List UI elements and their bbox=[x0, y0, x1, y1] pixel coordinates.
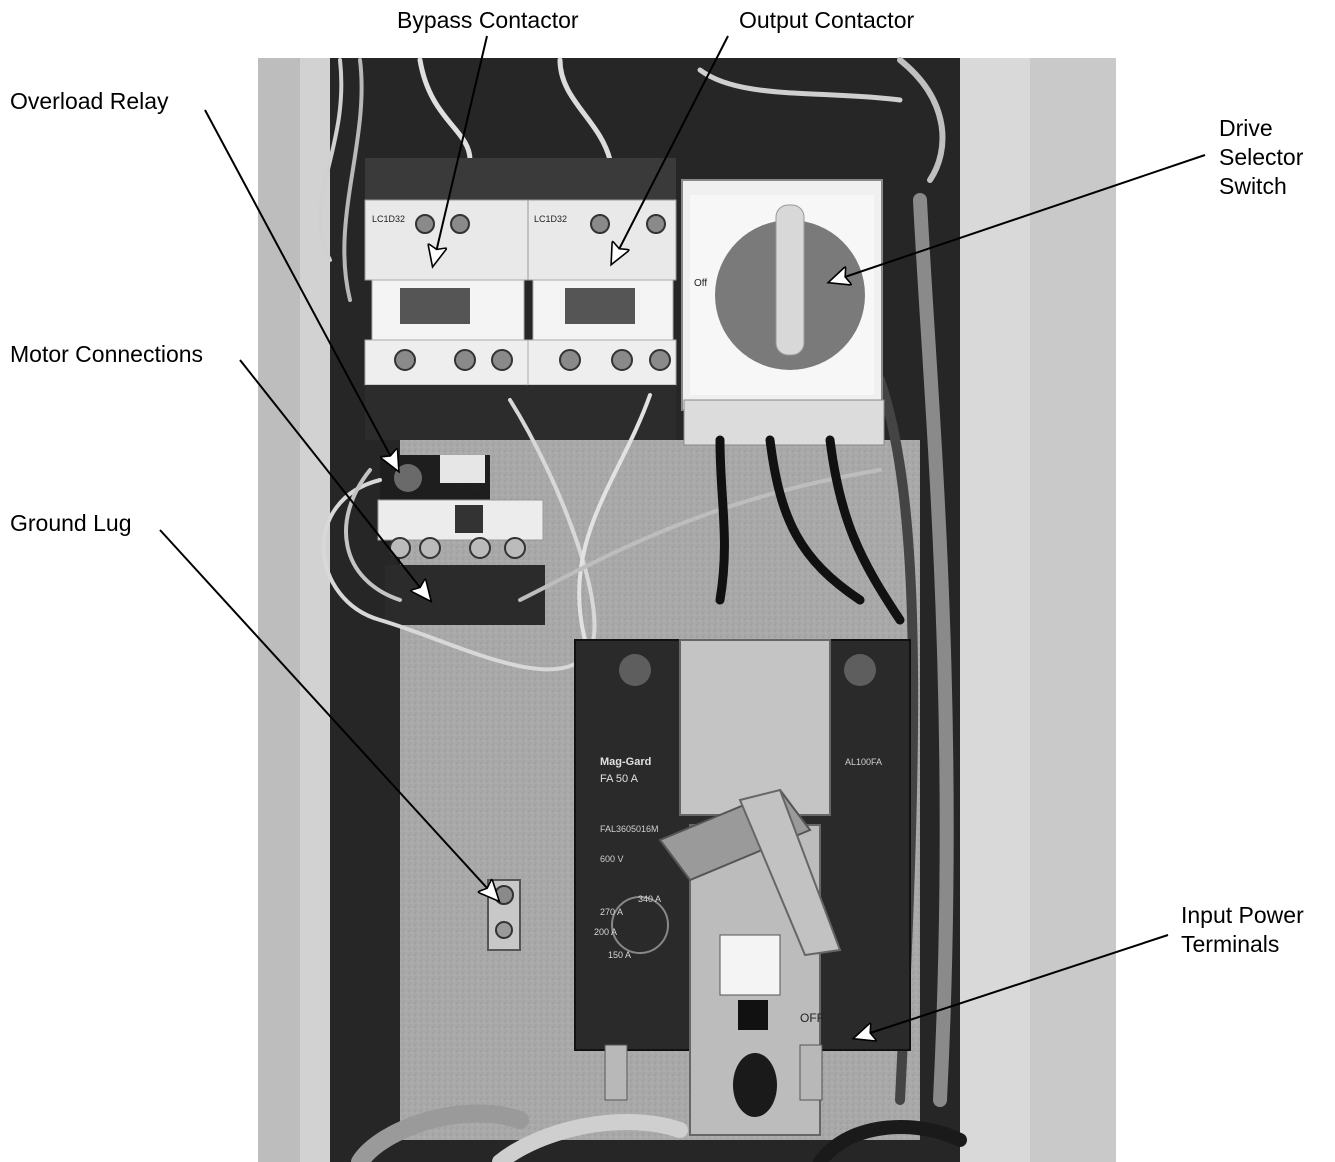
trip-200: 200 A bbox=[594, 927, 617, 937]
label-bypass-contactor: Bypass Contactor bbox=[397, 7, 579, 33]
label-drive-selector-switch: Drive Selector Switch bbox=[1219, 115, 1304, 199]
circuit-breaker: Mag-Gard FA 50 A FAL3605016M 600 V AL100… bbox=[574, 639, 911, 1136]
ground-lug-device bbox=[487, 879, 521, 951]
arrow-output-contactor bbox=[612, 35, 729, 263]
trip-270: 270 A bbox=[600, 907, 623, 917]
arrow-ground-lug bbox=[159, 529, 498, 900]
label-overload-relay: Overload Relay bbox=[10, 88, 169, 114]
arrow-overload-relay bbox=[204, 109, 398, 470]
breaker-brand: Mag-Gard bbox=[600, 756, 651, 768]
handle-off-text: OFF bbox=[800, 1011, 824, 1025]
arrow-input-power-terminals bbox=[855, 934, 1169, 1038]
callout-arrows bbox=[159, 35, 1206, 1038]
contactor-1-model: LC1D32 bbox=[372, 214, 405, 224]
label-ground-lug: Ground Lug bbox=[10, 510, 132, 536]
drive-selector-switch-device: Off bbox=[681, 179, 885, 446]
bottom-cables bbox=[351, 1104, 967, 1162]
breaker-rating: FA 50 A bbox=[600, 773, 639, 785]
breaker-frame: AL100FA bbox=[845, 757, 882, 767]
arrow-bypass-contactor bbox=[433, 35, 488, 265]
selector-off-text: Off bbox=[694, 278, 707, 289]
trip-150: 150 A bbox=[608, 950, 631, 960]
breaker-catalog: FAL3605016M bbox=[600, 824, 659, 834]
breaker-voltage: 600 V bbox=[600, 854, 624, 864]
label-input-power-terminals: Input Power Terminals bbox=[1181, 902, 1304, 957]
output-contactor: LC1D32 bbox=[527, 158, 677, 440]
arrow-motor-connections bbox=[239, 359, 430, 600]
label-motor-connections: Motor Connections bbox=[10, 341, 204, 367]
bypass-contactor: LC1D32 bbox=[364, 158, 531, 440]
trip-340: 340 A bbox=[638, 894, 661, 904]
contactor-2-model: LC1D32 bbox=[534, 214, 567, 224]
label-output-contactor: Output Contactor bbox=[739, 7, 915, 33]
relay-model: LRD15 bbox=[450, 483, 482, 494]
arrow-drive-selector-switch bbox=[830, 154, 1206, 282]
relay-wiring bbox=[321, 393, 905, 672]
